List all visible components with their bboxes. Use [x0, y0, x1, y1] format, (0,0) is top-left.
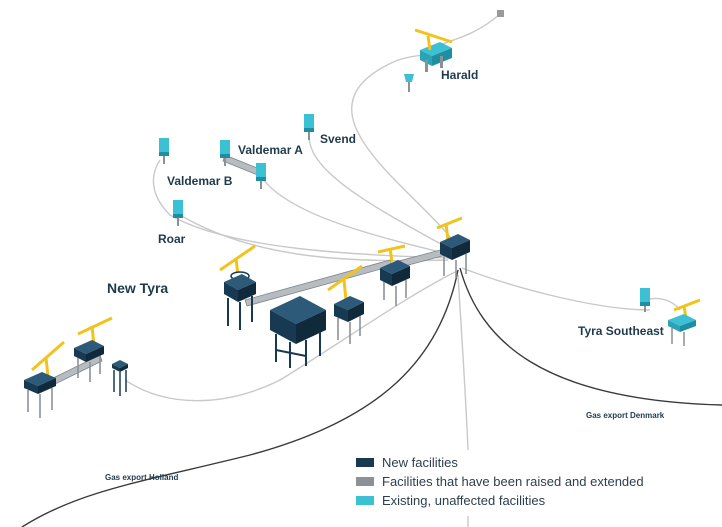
label-new-tyra: New Tyra	[107, 280, 169, 296]
export-pipelines	[21, 267, 722, 527]
legend-label-new: New facilities	[382, 455, 458, 470]
pipeline-harald	[351, 54, 461, 251]
label-svend: Svend	[320, 132, 357, 146]
tyra-east-hub	[436, 216, 470, 278]
pipeline-valdemar-b	[152, 159, 451, 259]
label-gas-export-denmark: Gas export Denmark	[586, 411, 665, 420]
harald-end-marker	[497, 10, 504, 17]
valdemar-a-platform	[220, 140, 266, 189]
legend: New facilities Facilities that have been…	[356, 453, 644, 510]
harald-platform	[404, 28, 453, 92]
bridge-1	[244, 259, 393, 307]
valdemar-b-platform	[159, 138, 169, 164]
tyra-west-tripod	[112, 360, 128, 396]
legend-item-new: New facilities	[356, 453, 644, 472]
legend-swatch-existing	[356, 496, 374, 505]
tyra-platform-3	[327, 264, 364, 344]
roar-platform	[173, 200, 183, 226]
tyra-accommodation-platform	[219, 244, 256, 330]
pipeline-roar	[179, 214, 449, 262]
label-harald: Harald	[441, 68, 479, 82]
label-roar: Roar	[158, 232, 186, 246]
label-valdemar-b: Valdemar B	[167, 174, 233, 188]
legend-swatch-raised	[356, 477, 374, 486]
svend-platform	[304, 114, 314, 140]
export-holland-line	[21, 269, 459, 527]
tyra-west-platform-1	[24, 340, 65, 418]
tyra-southeast-platform	[640, 288, 701, 346]
pipeline-valdemar-a	[261, 177, 453, 256]
legend-item-existing: Existing, unaffected facilities	[356, 491, 644, 510]
pipeline-west	[124, 271, 456, 402]
label-valdemar-a: Valdemar A	[238, 143, 303, 157]
tyra-west-platform-2	[74, 316, 113, 382]
pipeline-to-tyra-southeast	[461, 267, 651, 311]
pipeline-harald-north	[434, 13, 501, 49]
label-tyra-southeast: Tyra Southeast	[578, 324, 664, 338]
export-denmark-line	[459, 267, 722, 406]
legend-label-raised: Facilities that have been raised and ext…	[382, 474, 644, 489]
pipeline-south	[457, 274, 469, 451]
label-gas-export-holland: Gas export Holland	[105, 473, 179, 482]
legend-swatch-new	[356, 458, 374, 467]
legend-item-raised: Facilities that have been raised and ext…	[356, 472, 644, 491]
pipeline-svend	[308, 129, 456, 253]
tyra-process-module	[270, 296, 326, 368]
legend-label-existing: Existing, unaffected facilities	[382, 493, 546, 508]
tyra-platform-4	[377, 244, 410, 306]
